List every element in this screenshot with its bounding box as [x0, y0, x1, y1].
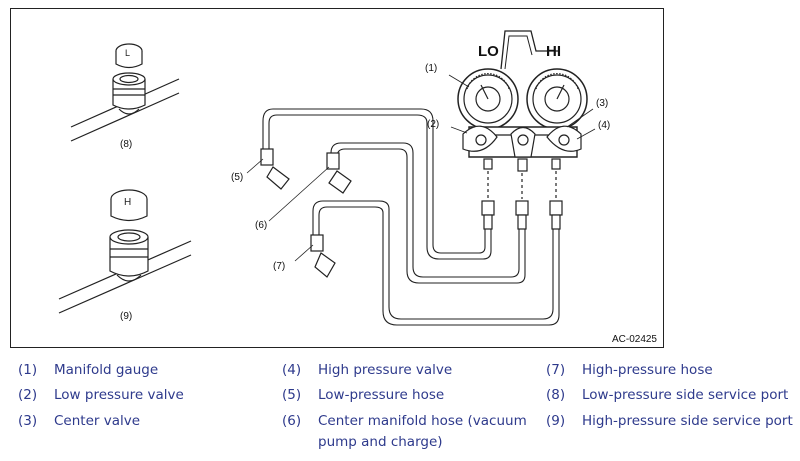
parts-legend: (1) Manifold gauge (2) Low pressure valv…	[0, 358, 800, 458]
legend-number: (6)	[282, 413, 302, 429]
legend-number: (7)	[546, 362, 566, 378]
callout-4: (4)	[598, 120, 611, 131]
legend-number: (8)	[546, 387, 566, 403]
figure-code: AC-02425	[611, 334, 657, 345]
low-pressure-service-port-illustration: L	[70, 43, 180, 142]
legend-text: Center manifold hose (vacuum pump and ch…	[318, 413, 527, 450]
legend-text: High pressure valve	[318, 362, 453, 378]
center-hose-path	[330, 142, 520, 278]
legend-number: (3)	[18, 413, 38, 429]
legend-number: (1)	[18, 362, 38, 378]
legend-number: (5)	[282, 387, 302, 403]
diagram-drawing: L H	[58, 30, 596, 326]
legend-number: (9)	[546, 413, 566, 429]
legend-text: Low-pressure hose	[318, 387, 445, 403]
lo-gauge-label: LO	[478, 43, 499, 60]
svg-text:L: L	[125, 48, 130, 58]
callout-6: (6)	[255, 220, 268, 231]
manifold-diagram-figure: L H	[10, 8, 664, 348]
callout-9: (9)	[120, 311, 133, 322]
legend-text: Manifold gauge	[54, 362, 159, 378]
legend-number: (4)	[282, 362, 302, 378]
lo-gauge-illustration	[457, 68, 519, 130]
legend-text: High-pressure side service port	[582, 413, 793, 429]
legend-text: Low-pressure side service port	[582, 387, 789, 403]
legend-text: Center valve	[54, 413, 141, 429]
callout-5: (5)	[231, 172, 244, 183]
callout-1: (1)	[425, 63, 438, 74]
callout-7: (7)	[273, 261, 286, 272]
low-pressure-hose-path	[262, 108, 486, 254]
legend-text: High-pressure hose	[582, 362, 713, 378]
legend-number: (2)	[18, 387, 38, 403]
hi-gauge-illustration	[526, 68, 588, 130]
high-pressure-hose-path	[312, 200, 554, 320]
callout-8: (8)	[120, 139, 133, 150]
hi-gauge-label: HI	[546, 43, 561, 60]
high-pressure-service-port-illustration: H	[58, 189, 192, 314]
callout-3: (3)	[596, 98, 609, 109]
callout-2: (2)	[427, 119, 440, 130]
svg-text:H: H	[124, 197, 131, 208]
legend-text: Low pressure valve	[54, 387, 184, 403]
